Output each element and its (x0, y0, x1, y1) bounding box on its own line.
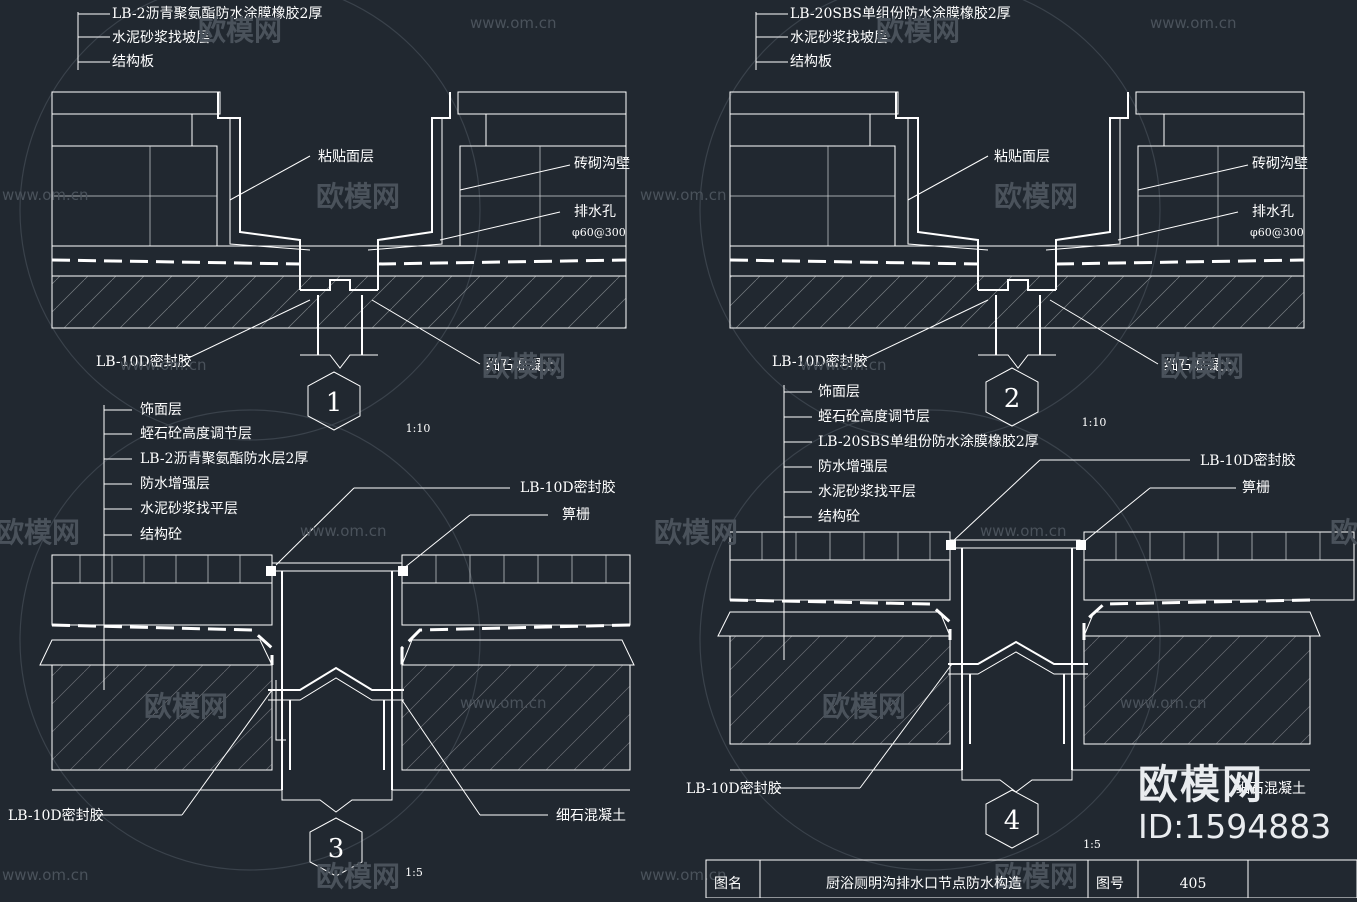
svg-text:欧模网: 欧模网 (0, 516, 80, 549)
detail4-scale: 1:5 (1083, 838, 1101, 851)
watermark-texts: www.om.cn www.om.cn www.om.cn www.om.cn … (0, 14, 1357, 893)
detail1-layer-2: 水泥砂浆找坡层 (112, 30, 210, 46)
detail3-scale: 1:5 (405, 866, 423, 879)
svg-text:欧模网: 欧模网 (198, 14, 282, 47)
corner-watermark: 欧模网 ID:1594883 (1138, 762, 1338, 846)
svg-text:www.om.cn: www.om.cn (1120, 694, 1207, 712)
detail3-sealant-top-label: LB-10D密封胶 (520, 479, 616, 496)
detail3-number: 3 (328, 834, 345, 864)
detail2-hole-spec: φ60@300 (1250, 226, 1304, 239)
detail1-scale: 1:10 (406, 422, 431, 435)
detail3-sealant-bottom-label: LB-10D密封胶 (8, 807, 104, 824)
svg-text:欧模网: 欧模网 (654, 516, 738, 549)
svg-text:www.om.cn: www.om.cn (1150, 14, 1237, 32)
detail4-layer-2: 蛭石砼高度调节层 (818, 408, 930, 425)
watermark-id: ID:1594883 (1138, 807, 1332, 846)
detail3-layer-5: 水泥砂浆找平层 (140, 501, 238, 517)
detail2-layer-1: LB-20SBS单组份防水涂膜橡胶2厚 (790, 5, 1011, 22)
title-name-label: 图名 (714, 876, 742, 892)
detail4-number: 4 (1004, 806, 1021, 836)
detail1-number: 1 (326, 388, 343, 418)
svg-text:www.om.cn: www.om.cn (2, 186, 89, 204)
detail-3: 3 1:5 饰面层 蛭石砼高度调节层 LB-2沥青聚氨酯防水层2厚 防水增强层 … (8, 402, 635, 879)
detail1-hole-label: 排水孔 (574, 204, 616, 220)
title-number-label: 图号 (1096, 876, 1124, 892)
svg-text:欧模网: 欧模网 (316, 180, 400, 213)
detail4-layer-3: LB-20SBS单组份防水涂膜橡胶2厚 (818, 433, 1039, 450)
detail2-concrete-label: 细石混凝土 (1164, 358, 1234, 374)
svg-text:欧模网: 欧模网 (876, 14, 960, 47)
detail2-number: 2 (1004, 384, 1021, 414)
svg-text:www.om.cn: www.om.cn (300, 522, 387, 540)
detail-1: 1 1:10 LB-2沥青聚氨酯防水涂膜橡胶2厚 水泥砂浆找坡层 结构板 粘贴面… (51, 5, 630, 435)
svg-text:欧模网: 欧模网 (482, 350, 566, 383)
svg-text:欧模网: 欧模网 (316, 860, 400, 893)
detail4-layer-6: 结构砼 (818, 509, 860, 525)
detail1-sealant-label: LB-10D密封胶 (96, 353, 192, 370)
svg-text:www.om.cn: www.om.cn (120, 356, 207, 374)
detail1-layer-1: LB-2沥青聚氨酯防水涂膜橡胶2厚 (112, 5, 322, 22)
detail4-layer-5: 水泥砂浆找平层 (818, 484, 916, 500)
svg-text:欧模网: 欧模网 (1330, 516, 1357, 549)
detail3-layer-3: LB-2沥青聚氨酯防水层2厚 (140, 451, 308, 467)
detail4-sealant-top-label: LB-10D密封胶 (1200, 452, 1296, 469)
detail3-layer-6: 结构砼 (140, 527, 182, 543)
detail4-layer-4: 防水增强层 (818, 459, 888, 475)
detail2-scale: 1:10 (1082, 416, 1107, 429)
svg-text:www.om.cn: www.om.cn (980, 522, 1067, 540)
detail1-wall-label: 砖砌沟壁 (574, 156, 630, 172)
detail3-layer-1: 饰面层 (140, 402, 182, 418)
detail1-concrete-label: 细石混凝土 (486, 358, 556, 374)
detail4-concrete-label: 细石混凝土 (1236, 781, 1306, 797)
svg-text:欧模网: 欧模网 (994, 860, 1078, 893)
detail-4: 4 1:5 饰面层 蛭石砼高度调节层 LB-20SBS单组份防水涂膜橡胶2厚 防… (686, 384, 1355, 851)
drawing-title: 厨浴厕明沟排水口节点防水构造 (826, 876, 1022, 892)
detail2-layer-2: 水泥砂浆找坡层 (790, 30, 888, 46)
detail4-sealant-bottom-label: LB-10D密封胶 (686, 780, 782, 797)
detail1-hole-spec: φ60@300 (572, 226, 626, 239)
detail2-hole-label: 排水孔 (1252, 204, 1294, 220)
detail4-layer-1: 饰面层 (818, 384, 860, 400)
detail-2: 2 1:10 LB-20SBS单组份防水涂膜橡胶2厚 水泥砂浆找坡层 结构板 粘… (729, 5, 1308, 429)
detail1-layer-3: 结构板 (112, 54, 154, 70)
watermark-brand: 欧模网 (1138, 762, 1264, 808)
svg-text:www.om.cn: www.om.cn (640, 186, 727, 204)
drawing-number: 405 (1180, 876, 1207, 892)
svg-text:www.om.cn: www.om.cn (640, 866, 727, 884)
detail2-sealant-label: LB-10D密封胶 (772, 353, 868, 370)
svg-text:欧模网: 欧模网 (994, 180, 1078, 213)
detail2-wall-label: 砖砌沟壁 (1252, 156, 1308, 172)
detail1-finish-label: 粘贴面层 (318, 149, 374, 165)
detail2-finish-label: 粘贴面层 (994, 149, 1050, 165)
detail3-layer-2: 蛭石砼高度调节层 (140, 425, 252, 442)
svg-text:欧模网: 欧模网 (822, 690, 906, 723)
detail3-layer-4: 防水增强层 (140, 476, 210, 492)
detail2-layer-3: 结构板 (790, 54, 832, 70)
detail4-grate-label: 箅栅 (1242, 480, 1270, 496)
svg-text:www.om.cn: www.om.cn (2, 866, 89, 884)
svg-text:www.om.cn: www.om.cn (460, 694, 547, 712)
svg-text:www.om.cn: www.om.cn (470, 14, 557, 32)
detail3-grate-label: 箅栅 (562, 507, 590, 523)
svg-text:www.om.cn: www.om.cn (800, 356, 887, 374)
detail3-concrete-label: 细石混凝土 (556, 808, 626, 824)
svg-text:欧模网: 欧模网 (1160, 350, 1244, 383)
svg-text:欧模网: 欧模网 (144, 690, 228, 723)
